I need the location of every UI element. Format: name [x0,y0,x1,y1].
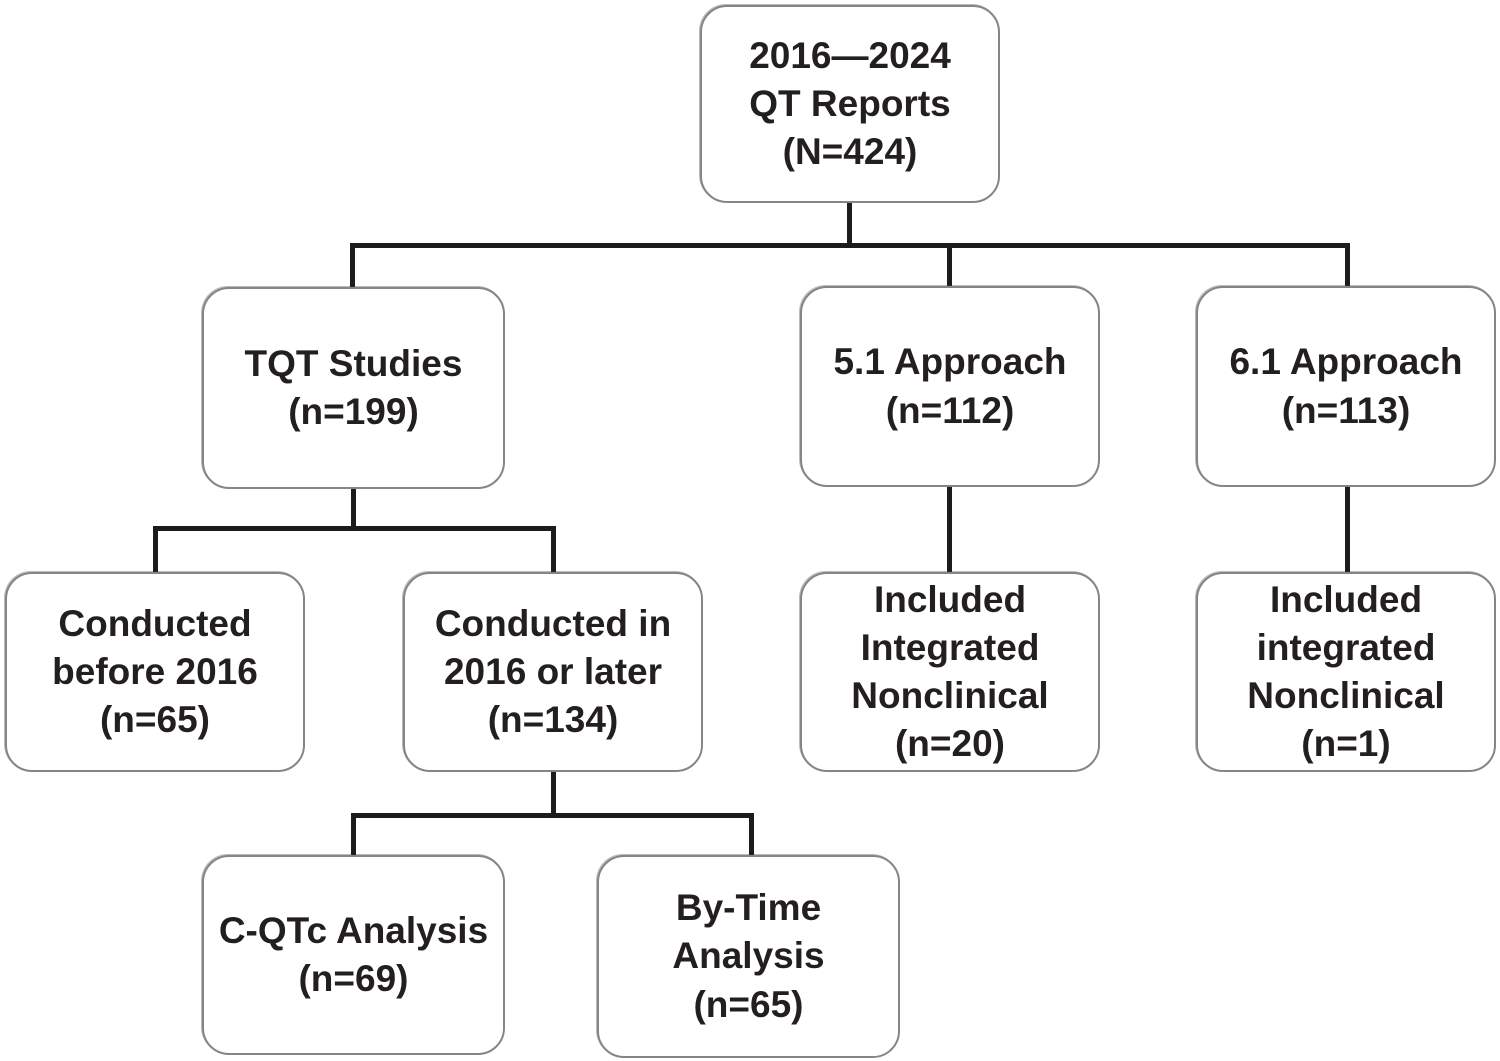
text-line: (n=69) [298,958,409,999]
text-line: Included [873,578,1027,620]
text-line: (n=199) [288,391,419,432]
connector-drop-to-later2016 [551,526,556,574]
text-line: (n=20) [894,723,1005,765]
connector-later2016-stem [551,771,556,816]
text-line: Included [1269,578,1423,620]
connector-drop-to-approach51 [947,243,952,288]
node-conducted-2016-or-later: Conducted in 2016 or later (n=134) [403,572,703,772]
connector-approach61-to-child [1345,486,1350,574]
node-qt-reports-total: 2016—2024 QT Reports (N=424) [700,5,1000,203]
text-line: Conducted in [434,602,672,644]
text-line: (n=113) [1281,389,1411,431]
text-line: (n=65) [99,699,210,741]
node-tqt-studies: TQT Studies (n=199) [202,287,505,489]
node-conducted-before-2016: Conducted before 2016 (n=65) [5,572,305,772]
node-included-integrated-nonclinical-61: Included integrated Nonclinical (n=1) [1196,572,1496,772]
text-line: Integrated [860,626,1040,668]
connector-row3-crossbar [153,526,556,531]
connector-approach51-to-child [947,486,952,574]
text-line: By-Time [675,887,822,929]
connector-drop-to-before2016 [153,526,158,574]
connector-row2-crossbar [350,243,1350,248]
text-line: 2016—2024 [749,34,951,76]
text-line: Conducted [58,602,252,644]
connector-drop-to-bytime [749,813,754,857]
node-approach-61: 6.1 Approach (n=113) [1196,286,1496,487]
connector-drop-to-approach61 [1345,243,1350,288]
connector-tqt-stem [351,488,356,529]
text-line: (N=424) [782,131,918,173]
text-line: C-QTc Analysis [218,909,489,951]
text-line: (n=112) [885,389,1015,431]
text-line: Analysis [672,935,825,977]
text-line: integrated [1256,626,1436,668]
text-line: 5.1 Approach [833,341,1067,383]
text-line: TQT Studies [244,342,463,384]
connector-drop-to-tqt [350,243,355,289]
node-by-time-analysis: By-Time Analysis (n=65) [597,855,900,1058]
text-line: (n=65) [693,983,804,1025]
text-line: (n=134) [487,699,619,741]
text-line: (n=1) [1301,723,1391,765]
node-approach-51: 5.1 Approach (n=112) [800,286,1100,487]
connector-row4-crossbar [351,813,754,818]
text-line: 6.1 Approach [1229,341,1463,383]
node-cqtc-analysis: C-QTc Analysis (n=69) [202,855,505,1055]
text-line: QT Reports [749,82,951,124]
text-line: before 2016 [52,650,258,692]
node-included-integrated-nonclinical-51: Included Integrated Nonclinical (n=20) [800,572,1100,772]
text-line: Nonclinical [1247,675,1445,716]
connector-drop-to-cqtc [351,813,356,857]
text-line: Nonclinical [851,675,1049,716]
connector-root-stem [847,203,852,245]
text-line: 2016 or later [443,650,663,692]
